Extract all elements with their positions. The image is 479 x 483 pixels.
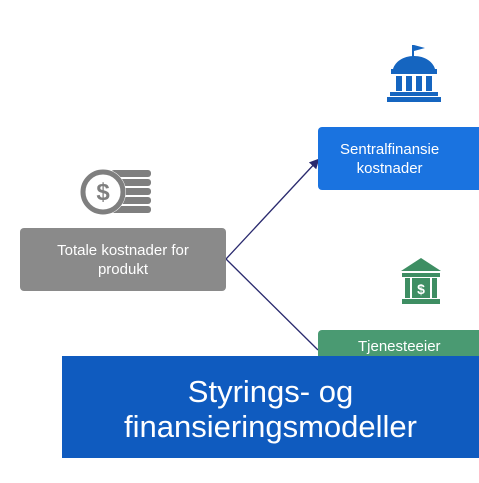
central-costs-label-line1: Sentralfinansie — [340, 140, 440, 158]
total-costs-label-line1: Totale kostnader for — [57, 241, 189, 259]
overlay-title-line2: finansieringsmodeller — [124, 409, 417, 444]
connector-to-central — [225, 158, 320, 260]
svg-text:$: $ — [417, 281, 425, 297]
connector-to-service — [225, 258, 319, 351]
overlay-title-line1: Styrings- og — [187, 374, 354, 409]
bank-icon: $ — [401, 258, 441, 304]
coins-icon: $ — [80, 169, 151, 215]
service-owner-label: Tjenesteeier — [358, 338, 441, 355]
central-costs-label-line2: kostnader — [356, 159, 423, 177]
central-costs-node: Sentralfinansie kostnader — [318, 127, 479, 190]
total-costs-label-line2: produkt — [97, 260, 149, 278]
svg-text:$: $ — [96, 179, 110, 206]
total-costs-node: Totale kostnader for produkt — [20, 228, 226, 291]
title-overlay: Styrings- og finansieringsmodeller — [62, 356, 479, 458]
government-building-icon — [387, 45, 441, 102]
